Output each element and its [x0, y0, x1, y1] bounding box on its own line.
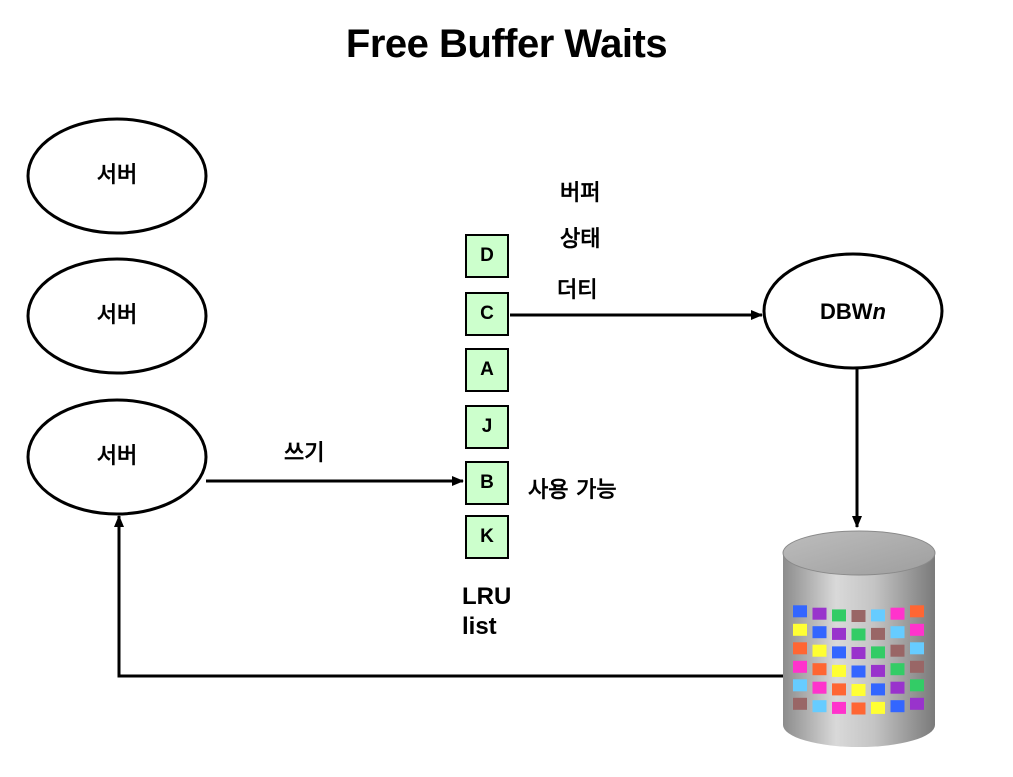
write-label: 쓰기 — [284, 441, 325, 466]
database-block — [871, 646, 885, 659]
database-block — [871, 701, 885, 714]
database-block — [871, 664, 885, 677]
lru-item-d: D — [465, 234, 509, 278]
database-block — [812, 663, 827, 676]
database-block — [832, 664, 846, 677]
server-label-2: 서버 — [96, 303, 138, 328]
database-block — [890, 626, 905, 639]
lru-list-caption: LRU list — [462, 582, 511, 642]
database-block — [851, 647, 866, 659]
dbwn-prefix: DBW — [820, 299, 873, 324]
database-block — [890, 663, 905, 676]
database-block — [890, 700, 905, 713]
database-block — [793, 605, 807, 618]
database-block — [890, 681, 905, 694]
dbwn-suffix: n — [872, 299, 886, 324]
database-cylinder-icon — [782, 530, 936, 747]
database-top — [782, 530, 936, 576]
database-block — [832, 627, 846, 640]
database-block — [832, 701, 846, 714]
database-block — [793, 660, 807, 673]
server-ellipse-1 — [26, 117, 208, 235]
database-block — [812, 626, 827, 639]
database-block — [890, 644, 905, 657]
lru-item-c: C — [465, 292, 509, 336]
lru-item-b: B — [465, 461, 509, 505]
buffer-state-heading-line2: 상태 — [560, 227, 601, 252]
database-block — [851, 665, 866, 678]
database-bottom — [783, 703, 935, 747]
database-block — [812, 681, 827, 694]
database-block — [910, 605, 924, 618]
database-block — [851, 628, 866, 641]
database-block — [812, 644, 827, 657]
dirty-label: 더티 — [557, 278, 598, 303]
database-block — [812, 607, 827, 620]
lru-item-a: A — [465, 348, 509, 392]
database-block — [910, 642, 924, 655]
dbwn-label: DBWn — [763, 298, 943, 326]
dbwn-ellipse — [762, 252, 944, 370]
database-block — [851, 702, 866, 715]
lru-caption-line2: list — [462, 613, 497, 640]
server-label-3: 서버 — [96, 444, 138, 469]
database-block — [871, 609, 885, 622]
server-ellipse-3 — [26, 398, 208, 516]
database-block — [851, 610, 866, 622]
server-label-1: 서버 — [96, 163, 138, 188]
database-block — [910, 623, 924, 636]
database-block — [793, 642, 807, 655]
page-title: Free Buffer Waits — [345, 22, 668, 66]
database-block — [910, 660, 924, 673]
database-block-grid — [793, 605, 924, 715]
server-ellipse-2 — [26, 257, 208, 375]
database-block — [890, 607, 905, 620]
database-block — [871, 683, 885, 696]
database-to-server-arrow — [114, 515, 792, 678]
database-block — [793, 623, 807, 636]
lru-item-k: K — [465, 515, 509, 559]
available-label: 사용 가능 — [528, 478, 617, 503]
database-block — [910, 679, 924, 692]
database-block — [832, 609, 846, 622]
database-block — [910, 697, 924, 710]
database-block — [793, 679, 807, 692]
database-block — [851, 684, 866, 696]
lru-caption-line1: LRU — [462, 583, 512, 610]
buffer-state-heading-line1: 버퍼 — [560, 181, 601, 206]
lru-item-j: J — [465, 405, 509, 449]
database-block — [832, 683, 846, 696]
database-block — [832, 646, 846, 659]
database-block — [812, 700, 827, 713]
database-block — [793, 697, 807, 710]
database-block — [871, 627, 885, 640]
